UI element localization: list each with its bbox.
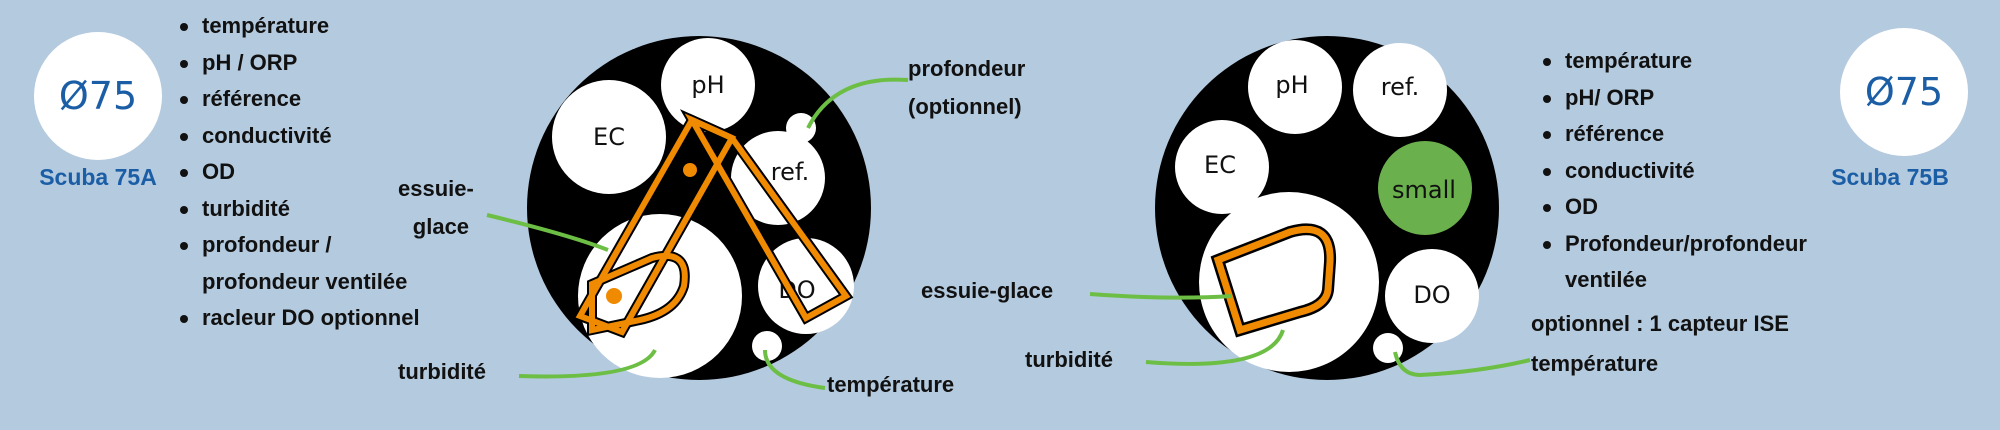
list-item: référence xyxy=(1541,116,1807,153)
port-ph xyxy=(1248,40,1342,134)
port-label-ec: EC xyxy=(593,123,625,151)
callout-depth-line2: (optionnel) xyxy=(908,94,1022,119)
port-label-do: DO xyxy=(1413,281,1450,309)
wiper-pivot xyxy=(683,163,697,177)
port-label-ph: pH xyxy=(691,71,724,99)
port-turbidity xyxy=(578,214,742,378)
wiper-pivot-lower xyxy=(606,288,622,304)
list-item: référence xyxy=(178,81,420,118)
port-label-ref: ref. xyxy=(771,158,809,186)
callout-turbidity: turbidité xyxy=(1025,347,1113,372)
model-name-75b: Scuba 75B xyxy=(1831,164,1949,190)
leader-lines-75b xyxy=(1089,292,1531,378)
diameter-badge-75b: Ø75 xyxy=(1840,28,1968,156)
port-ref xyxy=(731,131,825,225)
callout-turbidity: turbidité xyxy=(398,359,486,384)
optional-ise-note: optionnel : 1 capteur ISE xyxy=(1531,311,1789,336)
scuba-75a-head: pH EC ref. DO xyxy=(486,36,909,390)
feature-list-75a: température pH / ORP référence conductiv… xyxy=(178,8,420,337)
list-item: OD xyxy=(1541,189,1807,226)
callout-temperature: température xyxy=(827,372,955,397)
feature-list-75b: température pH/ ORP référence conductivi… xyxy=(1541,43,1807,299)
list-item: conductivité xyxy=(1541,153,1807,190)
diameter-badge-75a: Ø75 xyxy=(34,32,162,160)
list-item: pH/ ORP xyxy=(1541,80,1807,117)
list-item: Profondeur/profondeur xyxy=(1541,226,1807,263)
list-item: température xyxy=(178,8,420,45)
list-item-continued: ventilée xyxy=(1565,267,1647,292)
port-label-ec: EC xyxy=(1204,151,1236,179)
port-temperature xyxy=(752,331,782,361)
port-depth xyxy=(786,113,816,143)
list-item: racleur DO optionnel xyxy=(178,300,420,337)
list-item: température xyxy=(1541,43,1807,80)
port-ec xyxy=(1175,120,1269,214)
scuba-75b-head: pH ref. EC small DO xyxy=(1089,36,1531,380)
diameter-label: Ø75 xyxy=(1864,70,1944,114)
callout-wiper-line2: glace xyxy=(412,214,470,239)
port-small xyxy=(1378,141,1472,235)
callout-wiper: essuie- glace xyxy=(398,174,474,242)
port-do xyxy=(1385,249,1479,343)
callout-wiper: essuie-glace xyxy=(921,278,1054,303)
leader-lines-75a xyxy=(486,77,909,390)
callout-depth-line1: profondeur xyxy=(908,56,1026,81)
list-item: OD xyxy=(178,154,420,191)
port-label-small: small xyxy=(1392,176,1456,204)
port-ec xyxy=(552,80,666,194)
port-label-ref: ref. xyxy=(1381,73,1419,101)
model-name-75a: Scuba 75A xyxy=(39,164,157,190)
list-item: pH / ORP xyxy=(178,45,420,82)
callout-temperature: température xyxy=(1531,351,1659,376)
port-ref xyxy=(1353,43,1447,137)
list-item: conductivité xyxy=(178,118,420,155)
diameter-label: Ø75 xyxy=(58,74,138,118)
list-item-continued: profondeur ventilée xyxy=(202,268,408,294)
callout-depth: profondeur (optionnel) xyxy=(908,54,1025,122)
port-label-ph: pH xyxy=(1275,71,1308,99)
port-ph xyxy=(661,38,755,132)
list-item: turbidité xyxy=(178,191,420,228)
list-item: profondeur / xyxy=(178,227,420,264)
callout-wiper-line1: essuie- xyxy=(398,176,474,201)
